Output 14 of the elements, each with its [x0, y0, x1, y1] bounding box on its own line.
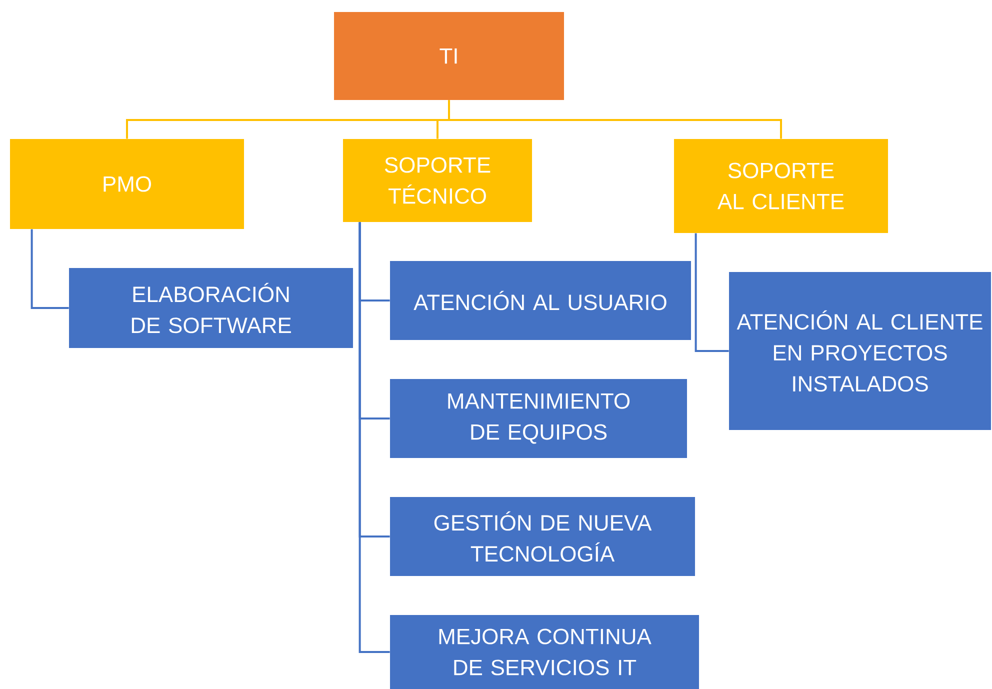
department-box: SOPORTE AL CLIENTE: [674, 139, 888, 233]
connector-line: [694, 233, 729, 352]
connector-line: [30, 229, 69, 309]
task-box: MANTENIMIENTO DE EQUIPOS: [390, 379, 687, 458]
connector-line: [358, 222, 390, 653]
task-box: ATENCIÓN AL USUARIO: [390, 261, 691, 340]
task-box: MEJORA CONTINUA DE SERVICIOS IT: [390, 615, 699, 689]
task-box: GESTIÓN DE NUEVA TECNOLOGÍA: [390, 497, 695, 576]
root-box: TI: [334, 12, 564, 100]
connector-line: [448, 100, 782, 139]
department-box: PMO: [10, 139, 244, 229]
task-box: ATENCIÓN AL CLIENTE EN PROYECTOS INSTALADOS: [729, 272, 991, 430]
task-box: ELABORACIÓN DE SOFTWARE: [69, 268, 353, 348]
department-box: SOPORTE TÉCNICO: [343, 139, 532, 222]
